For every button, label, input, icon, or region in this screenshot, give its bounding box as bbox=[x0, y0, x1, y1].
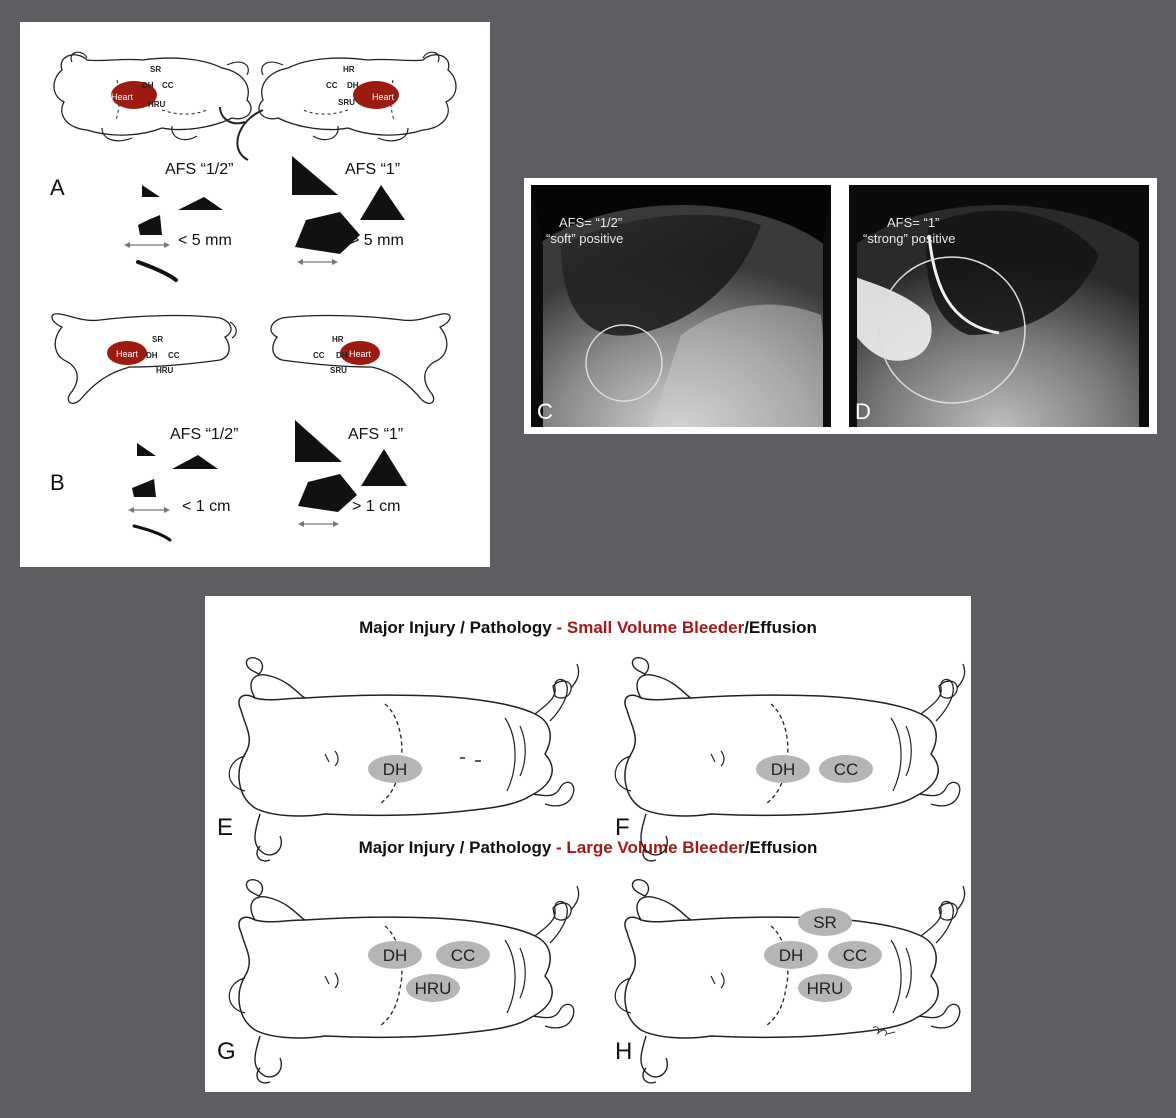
cat-dorsal-right-b bbox=[270, 313, 451, 404]
cat-dorsal-f: DH CC bbox=[614, 656, 966, 862]
heading-large-volume: Major Injury / Pathology - Large Volume … bbox=[358, 838, 818, 857]
afs-half-label-b: AFS “1/2” bbox=[170, 426, 238, 443]
heart-icon bbox=[107, 341, 147, 365]
label-sr: SR bbox=[150, 65, 161, 74]
b-small-threshold: < 1 cm bbox=[182, 498, 230, 515]
panel-cd: AFS= “1/2” “soft” positive C AFS= “1” “s… bbox=[524, 178, 1157, 434]
region-cc-h bbox=[828, 941, 882, 969]
c-label-line1: AFS= “1/2” bbox=[559, 215, 623, 230]
region-hru-g bbox=[406, 974, 460, 1002]
artist-signature bbox=[872, 1026, 896, 1037]
region-cc-f bbox=[819, 755, 873, 783]
c-label-line2: “soft” positive bbox=[546, 231, 624, 246]
panel-ab-drawing: Heart SR DH CC HRU Heart HR CC DH SRU AF… bbox=[51, 51, 457, 542]
cat-right-lateral-a bbox=[53, 51, 252, 142]
label-hr: HR bbox=[343, 65, 355, 74]
label-hru-g: HRU bbox=[415, 979, 452, 998]
label-cc-h: CC bbox=[843, 946, 868, 965]
small-arc-icon bbox=[136, 260, 178, 282]
small-flat-triangle-icon bbox=[178, 197, 223, 210]
large-pentagon-icon bbox=[295, 212, 360, 254]
letter-f: F bbox=[615, 814, 630, 841]
label-dh-e: DH bbox=[383, 760, 408, 779]
label-hru-b: HRU bbox=[156, 366, 174, 375]
label-cc-2: CC bbox=[326, 81, 338, 90]
ultrasound-image-c: AFS= “1/2” “soft” positive C bbox=[531, 185, 831, 427]
letter-e: E bbox=[217, 814, 234, 841]
d-label-line1: AFS= “1” bbox=[887, 215, 940, 230]
small-pentagon-icon bbox=[138, 215, 162, 235]
afs-one-label-a: AFS “1” bbox=[345, 161, 400, 178]
region-sr-h bbox=[798, 908, 852, 936]
heart-icon bbox=[340, 341, 380, 365]
label-cc: CC bbox=[162, 81, 174, 90]
label-heart-b2: Heart bbox=[349, 349, 372, 359]
label-cc-g: CC bbox=[451, 946, 476, 965]
letter-c: C bbox=[537, 399, 553, 424]
label-dh-b2: DH bbox=[336, 351, 348, 360]
label-heart-2: Heart bbox=[372, 92, 395, 102]
label-sru: SRU bbox=[338, 98, 355, 107]
label-sru-b: SRU bbox=[330, 366, 347, 375]
label-cc-b2: CC bbox=[313, 351, 325, 360]
cat-dorsal-g: DH CC HRU bbox=[228, 878, 580, 1084]
heart-icon bbox=[111, 81, 157, 109]
label-dh-2: DH bbox=[347, 81, 359, 90]
label-dh-h: DH bbox=[779, 946, 804, 965]
letter-g: G bbox=[217, 1038, 236, 1065]
label-cc-f: CC bbox=[834, 760, 859, 779]
region-cc-g bbox=[436, 941, 490, 969]
cat-dorsal-h: SR DH CC HRU bbox=[614, 878, 966, 1084]
large-triangle-icon bbox=[292, 156, 338, 195]
heading-small-volume: Major Injury / Pathology - Small Volume … bbox=[359, 618, 817, 637]
heart-icon bbox=[353, 81, 399, 109]
region-hru-h bbox=[798, 974, 852, 1002]
label-hr-b: HR bbox=[332, 335, 344, 344]
cat-left-lateral-a bbox=[236, 51, 457, 161]
label-dh: DH bbox=[142, 81, 154, 90]
b-large-threshold: > 1 cm bbox=[352, 498, 400, 515]
letter-h: H bbox=[615, 1038, 633, 1065]
label-dh-b: DH bbox=[146, 351, 158, 360]
label-sr-h: SR bbox=[813, 913, 837, 932]
cat-dorsal-left-b bbox=[51, 313, 237, 404]
d-label-line2: “strong” positive bbox=[863, 231, 956, 246]
letter-b: B bbox=[50, 470, 65, 495]
label-dh-g: DH bbox=[383, 946, 408, 965]
label-cc-b: CC bbox=[168, 351, 180, 360]
region-dh-g bbox=[368, 941, 422, 969]
afs-half-label-a: AFS “1/2” bbox=[165, 161, 233, 178]
letter-a: A bbox=[50, 175, 65, 200]
region-dh-f bbox=[756, 755, 810, 783]
ultrasound-image-d: AFS= “1” “strong” positive D bbox=[849, 185, 1149, 427]
region-dh-e bbox=[368, 755, 422, 783]
label-hru: HRU bbox=[148, 100, 166, 109]
a-large-threshold: > 5 mm bbox=[350, 232, 404, 249]
region-dh-h bbox=[764, 941, 818, 969]
panel-eh-drawing: DH DH CC DH CC HRU SR DH CC bbox=[228, 656, 966, 1084]
label-sr-b: SR bbox=[152, 335, 163, 344]
label-dh-f: DH bbox=[771, 760, 796, 779]
a-small-threshold: < 5 mm bbox=[178, 232, 232, 249]
cat-dorsal-e: DH bbox=[228, 656, 580, 862]
afs-one-label-b: AFS “1” bbox=[348, 426, 403, 443]
label-heart: Heart bbox=[111, 92, 134, 102]
large-isosceles-icon bbox=[360, 185, 405, 220]
letter-d: D bbox=[855, 399, 871, 424]
tail bbox=[219, 106, 246, 125]
panel-eh: Major Injury / Pathology - Small Volume … bbox=[205, 596, 971, 1092]
small-triangle-icon bbox=[142, 185, 160, 197]
label-heart-b1: Heart bbox=[116, 349, 139, 359]
panel-ab: Heart SR DH CC HRU Heart HR CC DH SRU AF… bbox=[20, 22, 490, 567]
label-hru-h: HRU bbox=[807, 979, 844, 998]
